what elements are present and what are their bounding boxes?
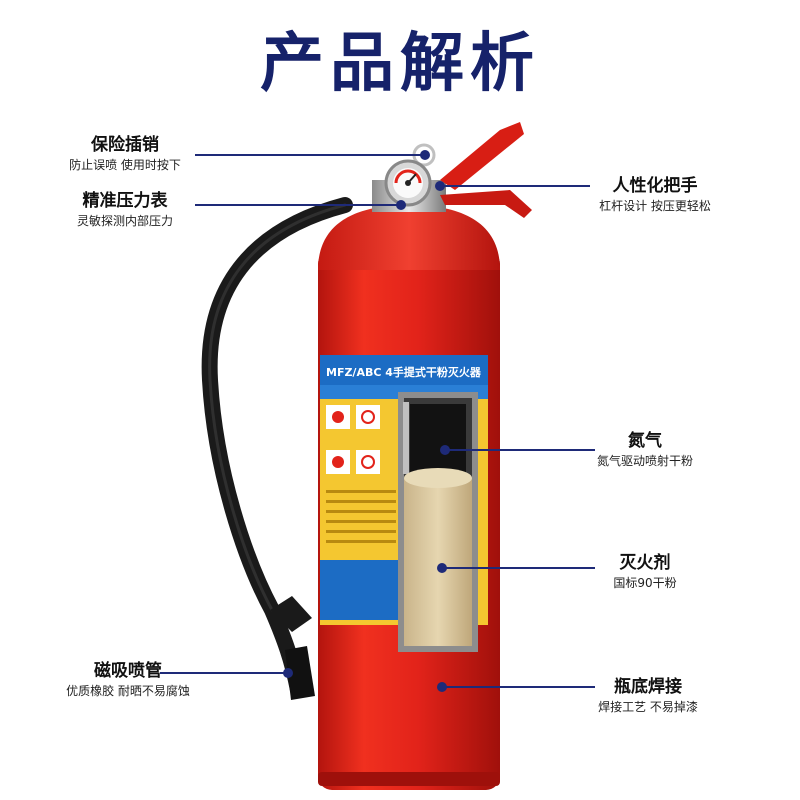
callout-handle: 人性化把手 杠杆设计 按压更轻松	[585, 175, 725, 215]
callout-label: 磁吸喷管	[94, 661, 162, 681]
callout-label: 人性化把手	[612, 176, 698, 196]
callout-line	[445, 449, 595, 451]
dry-powder	[404, 478, 472, 646]
callout-desc: 氮气驱动喷射干粉	[596, 454, 693, 468]
callout-dot	[437, 563, 447, 573]
callout-line	[160, 672, 288, 674]
callout-pressure-gauge: 精准压力表 灵敏探测内部压力	[60, 190, 190, 230]
callout-desc: 灵敏探测内部压力	[76, 214, 173, 228]
cylinder-shoulder	[318, 205, 500, 270]
nozzle	[285, 646, 315, 700]
callout-line	[195, 204, 400, 206]
callout-magnetic-hose: 磁吸喷管 优质橡胶 耐晒不易腐蚀	[58, 660, 198, 700]
callout-desc: 焊接工艺 不易掉漆	[598, 700, 698, 714]
callout-line	[195, 154, 425, 156]
callout-desc: 杠杆设计 按压更轻松	[599, 199, 711, 213]
hose-clip	[270, 596, 312, 632]
product-label-model: MFZ/ABC 4手提式干粉灭火器	[326, 365, 482, 379]
callout-label: 瓶底焊接	[614, 677, 682, 697]
nitrogen-chamber	[410, 404, 466, 474]
callout-desc: 优质橡胶 耐晒不易腐蚀	[66, 684, 190, 698]
page-title: 产品解析	[260, 27, 540, 101]
handle-bottom	[440, 190, 532, 218]
callout-extinguishing-agent: 灭火剂 国标90干粉	[580, 552, 710, 592]
callout-desc: 国标90干粉	[613, 576, 677, 590]
callout-line	[440, 185, 590, 187]
callout-safety-pin: 保险插销 防止误喷 使用时按下	[60, 134, 190, 174]
callout-desc: 防止误喷 使用时按下	[69, 158, 181, 172]
callout-label: 灭火剂	[619, 553, 671, 573]
callout-label: 精准压力表	[82, 191, 168, 211]
callout-dot	[396, 200, 406, 210]
handle-top	[440, 122, 524, 190]
callout-nitrogen: 氮气 氮气驱动喷射干粉	[580, 430, 710, 470]
callout-dot	[420, 150, 430, 160]
callout-dot	[437, 682, 447, 692]
callout-line	[442, 567, 595, 569]
callout-dot	[435, 181, 445, 191]
callout-label: 氮气	[628, 431, 662, 451]
callout-label: 保险插销	[91, 135, 159, 155]
callout-bottom-weld: 瓶底焊接 焊接工艺 不易掉漆	[578, 676, 718, 716]
callout-dot	[283, 668, 293, 678]
callout-line	[442, 686, 595, 688]
callout-dot	[440, 445, 450, 455]
